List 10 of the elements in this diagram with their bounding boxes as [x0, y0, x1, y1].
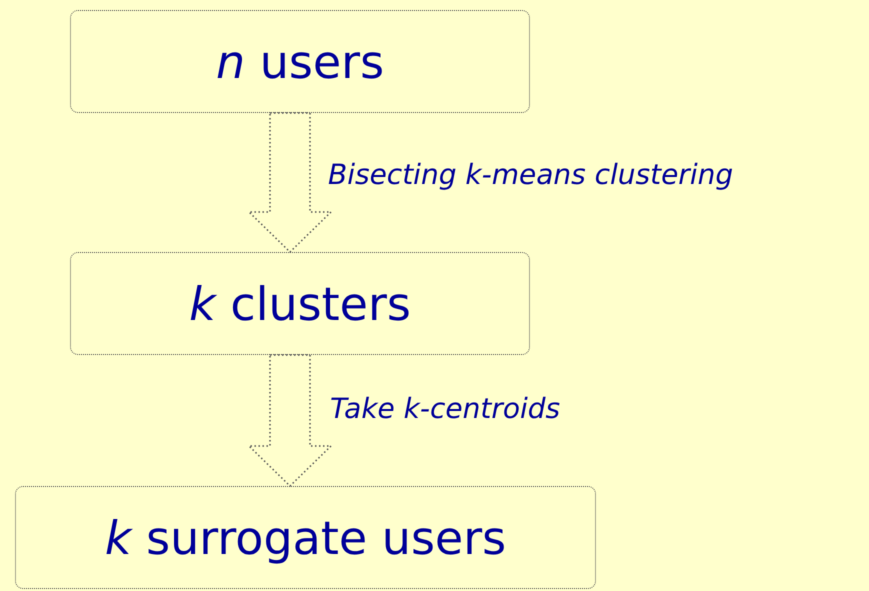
- node-label: n users: [216, 34, 384, 88]
- process-box: [70, 10, 530, 113]
- node-label: k clusters: [189, 276, 411, 330]
- block-arrow: [247, 112, 333, 254]
- edge-label: Bisecting k-means clustering: [328, 158, 734, 191]
- node-label: k surrogate users: [104, 510, 506, 564]
- block-arrow: [247, 354, 333, 488]
- process-box: [70, 252, 530, 355]
- process-box: [15, 486, 596, 589]
- edge-label: Take k-centroids: [330, 392, 560, 425]
